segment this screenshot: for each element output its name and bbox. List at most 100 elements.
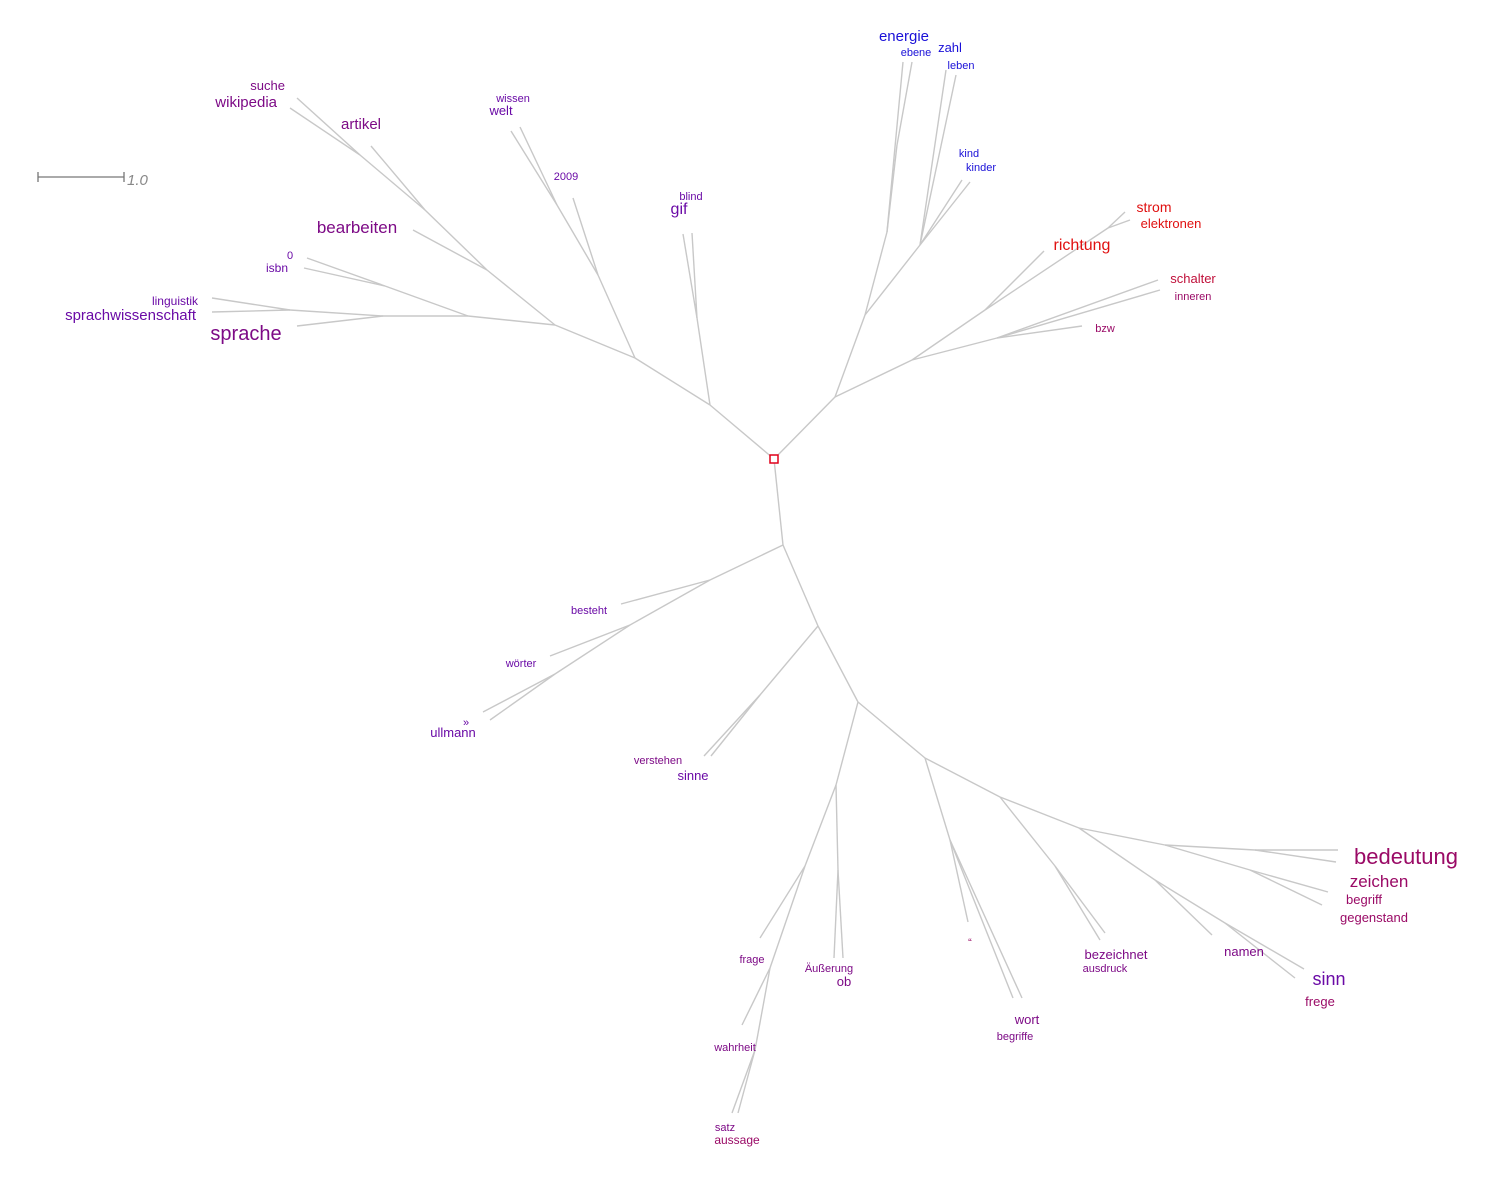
leaf-label-2009: 2009 — [554, 171, 578, 183]
tree-branch — [572, 197, 599, 276]
tree-branch — [919, 74, 957, 246]
tree-branch — [696, 317, 711, 406]
tree-branch — [1054, 865, 1101, 941]
leaf-label-gegenstand: gegenstand — [1340, 910, 1408, 925]
tree-branch — [924, 757, 1001, 798]
leaf-label-bedeutung: bedeutung — [1354, 844, 1458, 869]
tree-branch — [486, 269, 556, 326]
tree-branch — [754, 967, 771, 1051]
tree-branch — [710, 694, 761, 757]
leaf-label-isbn: isbn — [266, 261, 288, 275]
tree-branch — [1154, 879, 1226, 924]
scale-bar-label: 1.0 — [127, 172, 149, 189]
leaf-label-bzw: bzw — [1095, 323, 1115, 335]
tree-branch — [370, 145, 426, 211]
tree-branch — [549, 624, 631, 657]
leaf-label-zeichen: zeichen — [1350, 872, 1409, 891]
tree-branch — [1249, 869, 1329, 893]
leaf-label-elektronen: elektronen — [1141, 216, 1202, 231]
tree-branch — [949, 839, 1014, 999]
tree-branch — [489, 673, 556, 721]
tree-branch — [709, 404, 775, 460]
leaf-label-inneren: inneren — [1175, 291, 1212, 303]
leaf-label-richtung: richtung — [1054, 237, 1111, 254]
tree-branch — [817, 625, 859, 703]
tree-branch — [911, 337, 998, 361]
tree-branch — [731, 1049, 756, 1114]
tree-branch — [949, 839, 969, 923]
leaf-label-artikel: artikel — [341, 116, 381, 133]
tree-branch — [919, 69, 947, 246]
leaf-label-woerter: wörter — [505, 658, 537, 670]
tree-branch — [359, 154, 426, 211]
tree-branch — [996, 325, 1083, 339]
leaf-label-sprachwissenschaft: sprachwissenschaft — [65, 307, 197, 324]
leaf-label-frege: frege — [1305, 994, 1335, 1009]
tree-branch — [1164, 844, 1256, 851]
leaf-label-strom: strom — [1137, 199, 1172, 215]
tree-branch — [296, 315, 384, 327]
leaf-label-sprache: sprache — [210, 323, 281, 345]
tree-branch — [691, 232, 698, 319]
tree-branch — [1224, 922, 1305, 970]
leaf-label-ullmann: ullmann — [430, 725, 476, 740]
tree-branch — [634, 357, 711, 406]
leaf-label-schalter: schalter — [1170, 271, 1216, 286]
leaf-label-blind: blind — [679, 191, 702, 203]
tree-branch — [1078, 827, 1156, 881]
tree-branch — [833, 869, 839, 959]
tree-branch — [834, 359, 913, 398]
tree-branch — [467, 315, 556, 326]
tree-branch — [412, 229, 488, 271]
tree-branch — [837, 869, 844, 959]
leaf-label-wahrheit: wahrheit — [713, 1042, 756, 1054]
tree-branch — [949, 839, 1023, 999]
leaf-label-wort: wort — [1014, 1012, 1040, 1027]
tree-branch — [864, 244, 921, 316]
leaf-label-guillemet: » — [463, 717, 469, 729]
tree-branch — [306, 257, 386, 287]
leaf-label-kind: kind — [959, 148, 979, 160]
tree-branch — [759, 865, 806, 939]
tree-branch — [556, 204, 599, 276]
tree-branch — [211, 297, 291, 311]
leaf-label-gif: gif — [671, 201, 688, 218]
tree-branch — [510, 130, 558, 206]
tree-branch — [911, 309, 986, 361]
tree-branch — [1249, 869, 1323, 906]
tree-branch — [629, 579, 711, 626]
leaf-label-begriffe: begriffe — [997, 1031, 1034, 1043]
tree-branch — [896, 61, 913, 146]
root-node-marker — [769, 454, 779, 464]
tree-branch — [709, 544, 784, 581]
tree-branch — [773, 396, 836, 460]
tree-branch — [737, 1049, 756, 1114]
tree-branch — [384, 285, 469, 317]
leaf-label-bezeichnet: bezeichnet — [1085, 947, 1148, 962]
tree-branch — [1224, 922, 1296, 979]
leaf-label-suche: suche — [250, 78, 285, 93]
tree-branch — [769, 865, 806, 969]
tree-branch — [703, 694, 761, 757]
tree-branch — [835, 784, 839, 871]
leaf-label-begriff: begriff — [1346, 892, 1382, 907]
leaf-label-0: 0 — [287, 250, 293, 262]
leaf-label-kinder: kinder — [966, 162, 996, 174]
leaf-label-sinn: sinn — [1312, 969, 1345, 989]
tree-branch — [620, 579, 711, 605]
tree-branch — [424, 209, 488, 271]
leaf-label-aussage: aussage — [714, 1133, 760, 1147]
tree-branch — [804, 784, 837, 867]
leaf-label-aeusserung: Äußerung — [805, 963, 853, 975]
tree-branch — [211, 309, 291, 313]
tree-branch — [924, 757, 951, 841]
leaf-label-leben: leben — [948, 60, 975, 72]
tree-branch — [759, 625, 819, 696]
tree-branch — [1054, 865, 1106, 934]
tree-branch — [1254, 849, 1337, 863]
leaf-label-ob: ob — [837, 974, 851, 989]
leaf-label-besteht: besteht — [571, 605, 607, 617]
tree-branch — [1154, 879, 1213, 936]
tree-branch — [886, 144, 898, 233]
